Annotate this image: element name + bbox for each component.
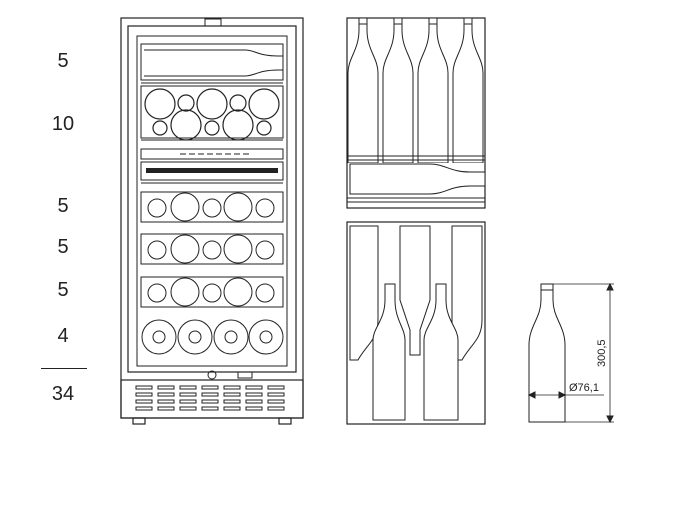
- shelf-count: 5: [57, 50, 69, 72]
- shelf-count: 5: [57, 195, 69, 217]
- cooler-side-view-top: [346, 17, 486, 209]
- total-divider: [41, 368, 87, 369]
- cooler-side-view-bottom: [346, 221, 486, 425]
- bottle-height-label: 300,5: [596, 339, 608, 367]
- shelf-count: 5: [57, 236, 69, 258]
- bottle-dimension-drawing: [527, 282, 614, 424]
- cooler-front-view: [120, 17, 304, 425]
- bottle-diameter-label: Ø76,1: [569, 382, 599, 394]
- total-count: 34: [51, 383, 75, 405]
- shelf-count: 10: [51, 113, 75, 135]
- shelf-count: 5: [57, 279, 69, 301]
- shelf-count: 4: [57, 325, 69, 347]
